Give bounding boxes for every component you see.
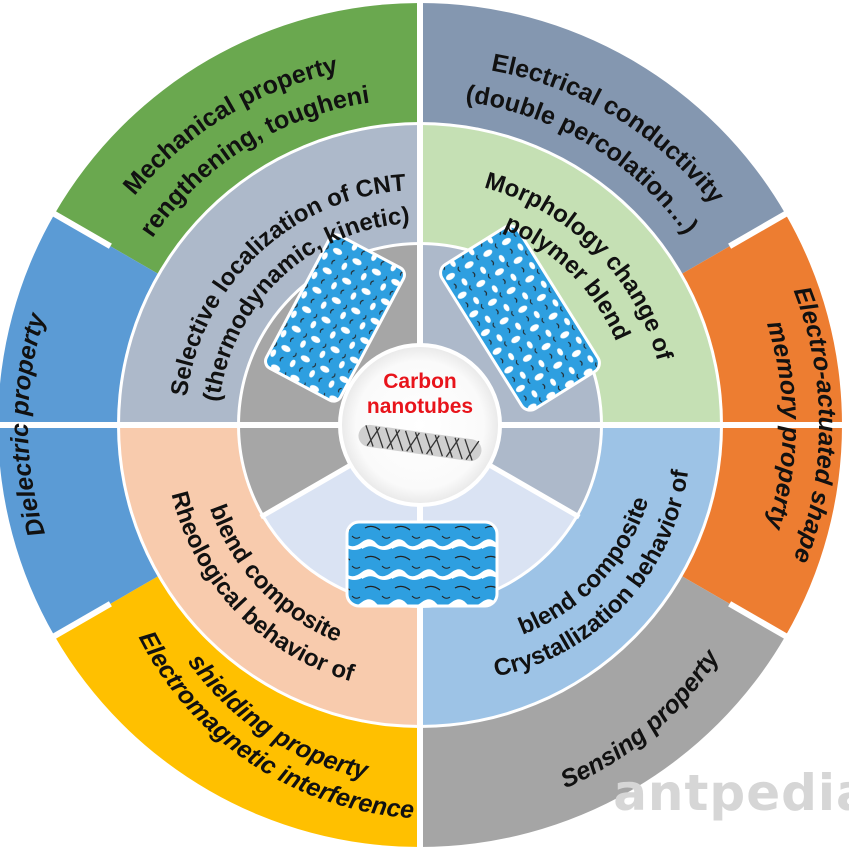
outer-segment-mechanical xyxy=(54,3,420,275)
center-label-line2: nanotubes xyxy=(367,395,473,418)
outer-segment-electrical xyxy=(420,3,786,275)
morphology-image-cocontinuous xyxy=(345,520,499,608)
middle-segment-crystallization xyxy=(420,425,720,725)
nanotube-icon xyxy=(358,424,482,462)
outer-segment-sensing xyxy=(420,575,786,847)
morphology-image-localization xyxy=(264,233,406,403)
separators-outer xyxy=(38,203,802,647)
center-label-line1: Carbon xyxy=(383,370,457,393)
center-circle xyxy=(338,343,502,507)
watermark: antpedia xyxy=(613,764,849,822)
middle-segment-morphology xyxy=(420,125,720,425)
middle-segment-rheological xyxy=(120,425,420,725)
outer-segment-emi xyxy=(54,575,420,847)
morphology-image-morphology xyxy=(439,224,601,412)
middle-segment-localization xyxy=(120,125,420,425)
middle-ring xyxy=(120,125,720,725)
